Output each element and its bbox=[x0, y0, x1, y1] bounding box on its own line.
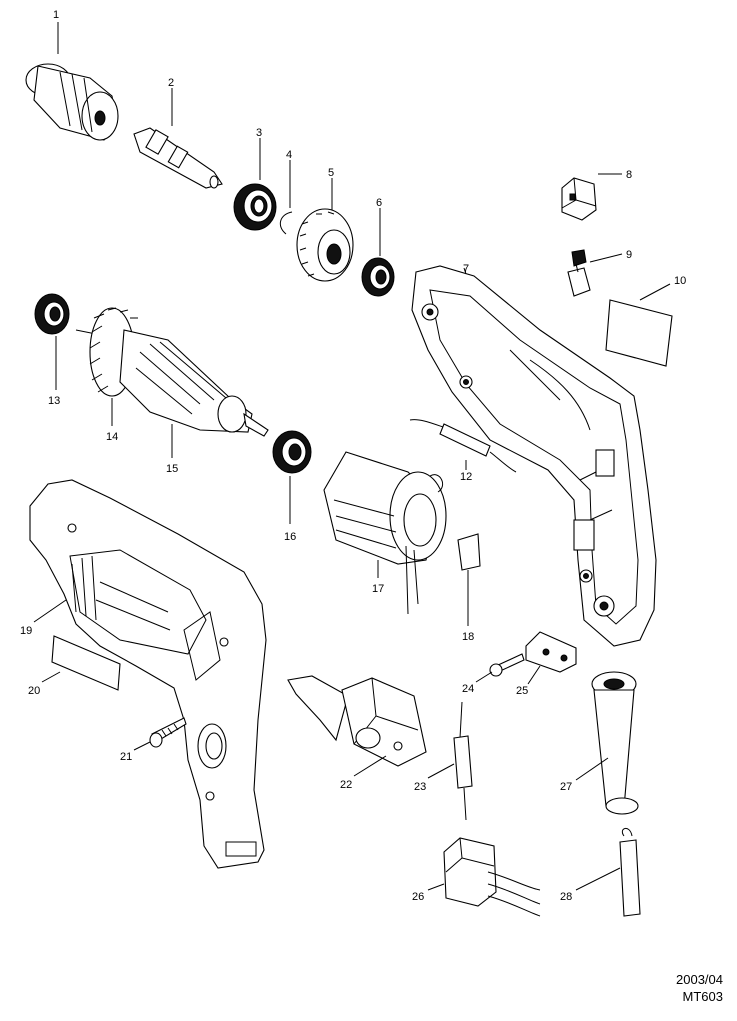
footer-model-code: MT603 bbox=[682, 989, 723, 1004]
callout-7: 7 bbox=[463, 263, 469, 275]
part-field bbox=[323, 451, 447, 615]
callout-labels: 1 2 3 4 5 6 7 8 9 10 12 13 14 15 16 17 1… bbox=[20, 9, 686, 903]
callout-27: 27 bbox=[560, 781, 572, 793]
footer-date: 2003/04 bbox=[676, 972, 723, 987]
callout-2: 2 bbox=[168, 77, 174, 89]
callout-16: 16 bbox=[284, 531, 296, 543]
part-chuck bbox=[25, 63, 119, 141]
part-cord bbox=[619, 828, 641, 917]
part-name-plate bbox=[605, 299, 673, 367]
callout-23: 23 bbox=[414, 781, 426, 793]
part-carbon-brush bbox=[567, 249, 591, 297]
callout-17: 17 bbox=[372, 583, 384, 595]
callout-22: 22 bbox=[340, 779, 352, 791]
callout-19: 19 bbox=[20, 625, 32, 637]
part-brush-holder bbox=[561, 177, 597, 221]
part-gear bbox=[296, 208, 354, 282]
callout-3: 3 bbox=[256, 127, 262, 139]
part-strain-relief bbox=[525, 631, 577, 673]
part-clip bbox=[457, 533, 481, 571]
part-noise-suppressor bbox=[409, 419, 517, 473]
callout-24: 24 bbox=[462, 683, 474, 695]
callout-28: 28 bbox=[560, 891, 572, 903]
part-bearing-13 bbox=[34, 293, 70, 335]
part-label bbox=[51, 635, 121, 691]
callout-25: 25 bbox=[516, 685, 528, 697]
part-bearing-16 bbox=[272, 430, 312, 474]
callout-1: 1 bbox=[53, 9, 59, 21]
callout-6: 6 bbox=[376, 197, 382, 209]
part-retaining-ring bbox=[279, 211, 293, 235]
callout-8: 8 bbox=[626, 169, 632, 181]
part-switch bbox=[287, 675, 427, 767]
part-screw-24 bbox=[489, 653, 525, 677]
callout-12: 12 bbox=[460, 471, 472, 483]
callout-9: 9 bbox=[626, 249, 632, 261]
part-armature bbox=[75, 307, 269, 437]
part-cord-guard bbox=[591, 671, 639, 815]
callout-4: 4 bbox=[286, 149, 292, 161]
leader-lines bbox=[33, 22, 671, 891]
part-capacitor bbox=[443, 837, 541, 917]
part-bearing-6 bbox=[361, 257, 395, 297]
part-screw-21 bbox=[149, 717, 187, 748]
callout-14: 14 bbox=[106, 431, 118, 443]
callout-21: 21 bbox=[120, 751, 132, 763]
callout-10: 10 bbox=[674, 275, 686, 287]
callout-13: 13 bbox=[48, 395, 60, 407]
part-noise-suppressor-23 bbox=[453, 701, 473, 821]
callout-5: 5 bbox=[328, 167, 334, 179]
part-spindle bbox=[133, 127, 223, 189]
callout-15: 15 bbox=[166, 463, 178, 475]
callout-20: 20 bbox=[28, 685, 40, 697]
callout-26: 26 bbox=[412, 891, 424, 903]
part-housing bbox=[411, 265, 657, 647]
part-bearing-3 bbox=[233, 183, 277, 231]
callout-18: 18 bbox=[462, 631, 474, 643]
part-housing-complete bbox=[29, 479, 267, 869]
